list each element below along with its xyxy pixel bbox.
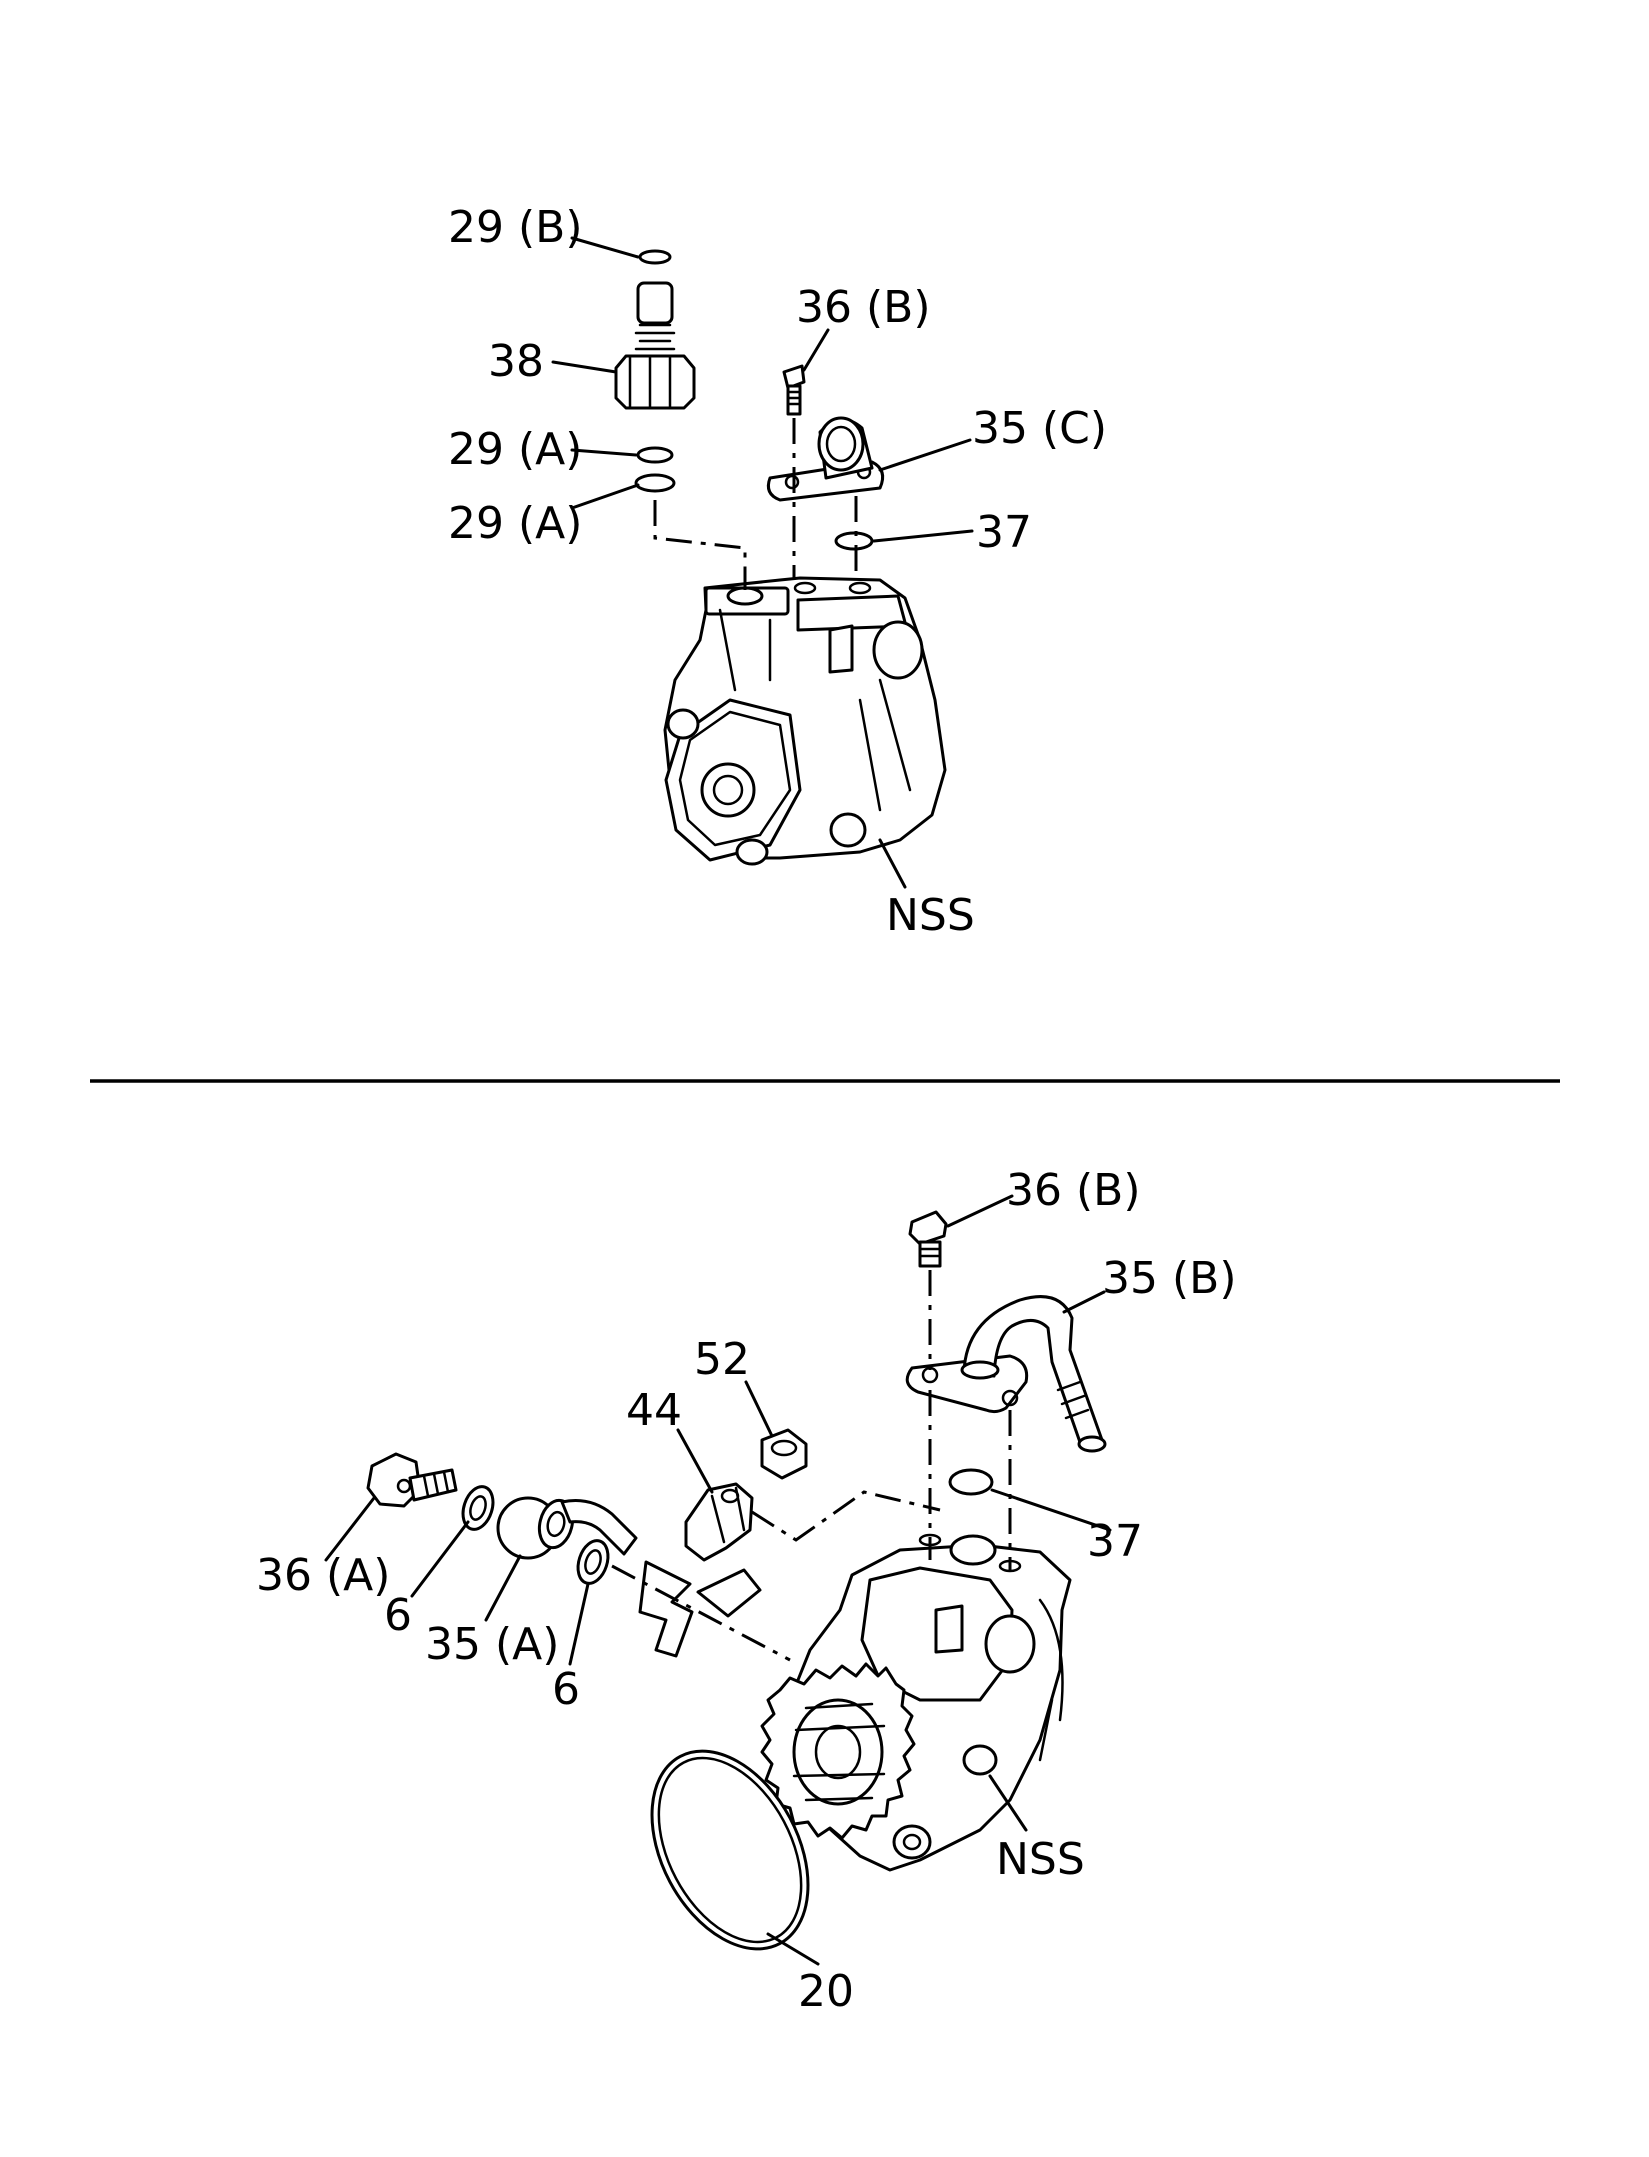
label-nss: NSS <box>886 890 975 941</box>
leader-29b <box>570 236 640 259</box>
leader-35a <box>484 1554 522 1622</box>
leader-44 <box>676 1428 714 1494</box>
leader-29a-upper <box>570 448 638 457</box>
bottom-view: 36 (B) 35 (B) 52 44 37 36 (A) 6 35 (A) 6… <box>256 1165 1237 2017</box>
top-view: 29 (B) 38 29 (A) 29 (A) 36 (B) 35 (C) 37… <box>448 202 1107 941</box>
label-6-right: 6 <box>552 1664 580 1715</box>
label-29a-upper: 29 (A) <box>448 424 582 475</box>
part-52-nut <box>760 1428 808 1480</box>
leader-37-bottom <box>990 1488 1112 1532</box>
leader-36a <box>324 1496 376 1562</box>
label-29b: 29 (B) <box>448 202 583 253</box>
leader-29a-lower <box>570 483 640 510</box>
leader-6-left <box>410 1520 470 1598</box>
leader-36b-bottom <box>946 1194 1014 1228</box>
pump-body-top <box>663 576 947 866</box>
leader-20 <box>766 1932 820 1966</box>
leader-35c <box>878 438 972 472</box>
part-37-oring-bottom <box>948 1468 994 1496</box>
leader-35b <box>1062 1290 1106 1314</box>
label-37-bottom: 37 <box>1087 1516 1143 1567</box>
assembly-line-38 <box>653 500 747 590</box>
label-29a-lower: 29 (A) <box>448 498 582 549</box>
part-36b-bolt-bottom <box>908 1210 948 1268</box>
label-36b-bottom: 36 (B) <box>1006 1165 1141 1216</box>
label-6-left: 6 <box>384 1590 412 1641</box>
part-38-fitting <box>614 281 696 410</box>
label-37: 37 <box>976 507 1032 558</box>
assembly-line-52 <box>751 1490 941 1542</box>
label-35a: 35 (A) <box>425 1619 559 1670</box>
pipe-union-fitting <box>638 1560 762 1658</box>
leader-nss-bottom <box>988 1774 1028 1832</box>
label-20: 20 <box>798 1966 854 2017</box>
assembly-line-banjo <box>611 1564 791 1662</box>
part-37-oring-top <box>834 531 874 551</box>
part-44-clamp <box>684 1482 754 1562</box>
label-44: 44 <box>626 1385 682 1436</box>
label-35c: 35 (C) <box>972 403 1107 454</box>
pump-drive-gear <box>760 1662 916 1840</box>
part-36b-bolt-top <box>782 364 806 416</box>
part-6-washer-right <box>576 1539 610 1585</box>
label-nss-bottom: NSS <box>996 1834 1085 1885</box>
label-36a: 36 (A) <box>256 1550 390 1601</box>
part-36a-banjo-bolt <box>366 1452 458 1508</box>
part-35a-banjo-pipe <box>496 1496 638 1560</box>
leader-36b <box>802 328 830 372</box>
label-38: 38 <box>488 336 544 387</box>
part-29a-oring-lower <box>634 473 676 493</box>
leader-6-right <box>568 1582 590 1666</box>
label-36b: 36 (B) <box>796 282 931 333</box>
part-29a-oring-upper <box>636 446 674 464</box>
label-35b: 35 (B) <box>1102 1253 1237 1304</box>
part-6-washer-left <box>461 1485 495 1531</box>
part-35b-pipe-flange <box>905 1295 1107 1453</box>
leader-nss <box>878 838 907 889</box>
part-35c-elbow-flange <box>766 416 885 502</box>
part-29b-oring <box>638 249 672 265</box>
label-52: 52 <box>694 1334 750 1385</box>
leader-37 <box>872 529 974 543</box>
leader-38 <box>551 360 618 374</box>
leader-52 <box>744 1380 774 1438</box>
